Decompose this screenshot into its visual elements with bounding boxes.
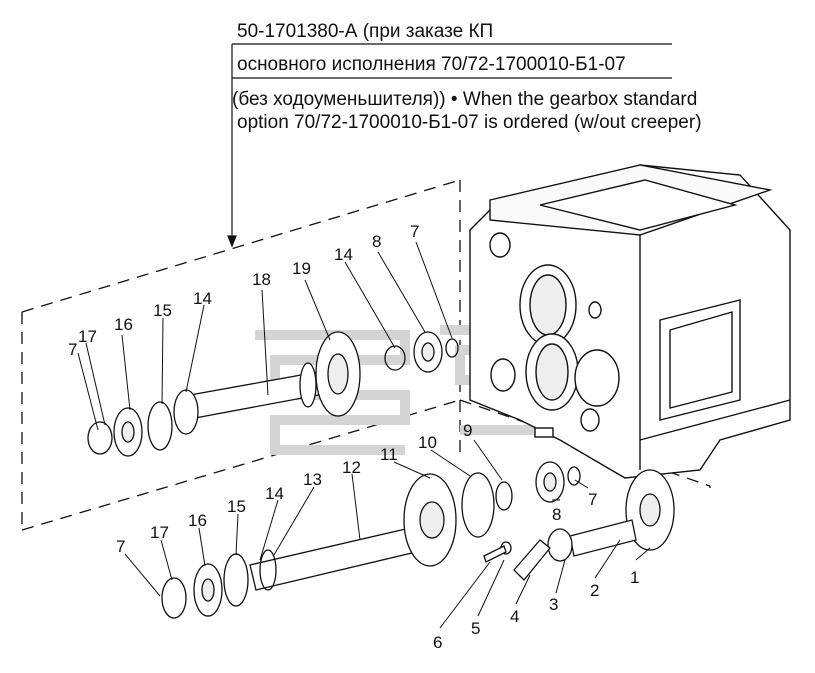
callout-15: 15	[153, 301, 172, 320]
callout-2: 2	[590, 581, 599, 600]
ring-7	[445, 338, 459, 358]
callout-7: 7	[588, 490, 597, 509]
part-number-label: 50-1701380-А (при заказе КП	[237, 21, 494, 42]
ring-14	[384, 345, 406, 371]
callout-19: 19	[292, 259, 311, 278]
callout-numbers: 7 17 16 15 14 18 19 14 8 7 1 2 3 4 5 6 7…	[68, 222, 639, 652]
shaft-3	[547, 528, 573, 562]
gearbox-housing	[469, 164, 791, 479]
lower-shaft-assembly	[161, 461, 675, 619]
ring-9	[495, 481, 513, 511]
leader-lines	[77, 241, 651, 629]
callout-7: 7	[116, 537, 125, 556]
callout-14: 14	[193, 289, 212, 308]
header-rules	[227, 43, 672, 248]
callout-4: 4	[510, 607, 519, 626]
bearing-15-lower	[223, 553, 249, 607]
bearing-15	[147, 401, 173, 451]
callout-7: 7	[410, 222, 419, 241]
shaft-2	[569, 519, 637, 557]
callout-18: 18	[252, 270, 271, 289]
callout-17: 17	[78, 327, 97, 346]
callout-8: 8	[372, 232, 381, 251]
plate-4	[513, 539, 551, 581]
callout-17: 17	[150, 523, 169, 542]
callout-9: 9	[463, 421, 472, 440]
callout-14: 14	[334, 245, 353, 264]
callout-10: 10	[418, 433, 437, 452]
callout-1: 1	[630, 568, 639, 587]
ring-17-lower	[161, 577, 187, 619]
callout-16: 16	[114, 315, 133, 334]
callout-11: 11	[380, 445, 398, 464]
callout-7: 7	[68, 340, 77, 359]
callout-12: 12	[342, 458, 361, 477]
callout-6: 6	[433, 633, 442, 652]
ring-14-lower	[259, 549, 277, 591]
spec-label: основного исполнения 70/72-1700010-Б1-07	[237, 54, 626, 75]
callout-14: 14	[265, 484, 284, 503]
callout-15: 15	[227, 497, 246, 516]
note-line-1: (без ходоуменьшителя)) • When the gearbo…	[232, 89, 698, 110]
callout-8: 8	[552, 505, 561, 524]
ring-7-lower	[567, 466, 581, 486]
callout-5: 5	[471, 619, 480, 638]
bolt-6	[483, 545, 507, 563]
callout-16: 16	[188, 511, 207, 530]
callout-3: 3	[549, 595, 558, 614]
note-line-2: option 70/72-1700010-Б1-07 is ordered (w…	[237, 112, 702, 133]
callout-13: 13	[303, 470, 322, 489]
ring-17	[87, 421, 113, 455]
gear-10	[461, 472, 495, 538]
